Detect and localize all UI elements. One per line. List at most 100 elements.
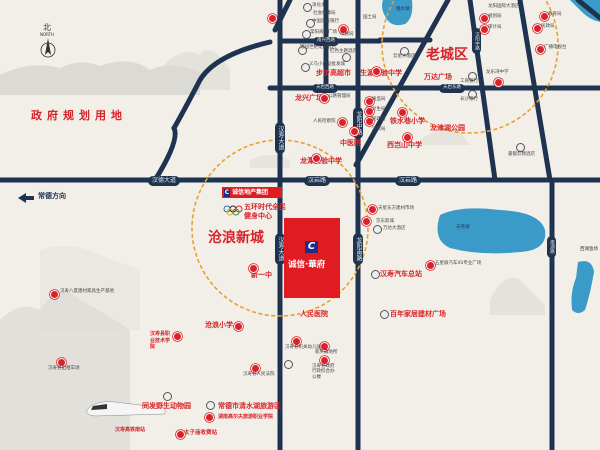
poi-marker-icon (350, 127, 359, 136)
poi-marker-icon (320, 94, 329, 103)
poi-marker-icon (57, 358, 66, 367)
poi-zhongyiyuan[interactable]: 中医院 (340, 139, 361, 147)
old-city-label: 老城区 (426, 47, 468, 63)
poi-canglang-primary[interactable]: 沧浪小学 (205, 321, 233, 329)
poi-taizi-station[interactable]: 太子庙收费站 (184, 430, 218, 436)
poi-marker-icon (365, 97, 374, 106)
government-land-label: 政府规划用地 (31, 109, 127, 122)
poi-wuhuan-fitness[interactable]: 五环时代全民健身中心 (244, 203, 286, 221)
poi-longjin-park[interactable]: 龙津湖公园 (430, 124, 465, 132)
project-logo-icon: C (305, 241, 318, 253)
road-label-nanhu-lu: 南湖路 (547, 236, 556, 258)
radius-ring-project (191, 139, 369, 317)
poi-marker-icon (365, 107, 374, 116)
compass-label-cn: 北 (43, 23, 51, 32)
road-nw-curve (152, 39, 273, 183)
developer-group-name: 诚信地产集团 (232, 189, 269, 196)
poi-small-label: 新庆森地所 (315, 350, 338, 355)
project-name: 诚信·華府 (288, 260, 326, 270)
changde-direction-label: 常德方向 (38, 192, 66, 200)
lake-top (382, 0, 413, 26)
high-speed-train-icon (86, 401, 166, 417)
poi-marker-icon (533, 24, 542, 33)
poi-small-label: 长沙银行 (460, 97, 478, 102)
poi-marker-icon (320, 342, 329, 351)
poi-shengtang-school[interactable]: 生源实验中学 (360, 69, 402, 77)
poi-marker-icon (494, 78, 503, 87)
road-label-hanshoudadao-bottom: 汉寿大道 (275, 233, 285, 265)
poi-marker-icon (292, 337, 301, 346)
poi-marker-icon (368, 205, 377, 214)
poi-small-label: 规划局 (488, 14, 502, 19)
poi-marker-icon (50, 290, 59, 299)
poi-small-label: 质监局 (372, 97, 386, 102)
poi-small-label: 社会保障局 (313, 11, 336, 16)
poi-xinyizhong[interactable]: 新一中 (251, 271, 272, 279)
poi-marker-icon (205, 413, 214, 422)
poi-grey-marker-icon (284, 360, 293, 369)
poi-tourism-college[interactable]: 湖南高尔夫旅游职业学院 (218, 414, 274, 420)
poi-hsr-station[interactable]: 汉寿高铁南站 (115, 427, 146, 433)
poi-bainian-jiaju[interactable]: 百年家居建材广场 (390, 310, 446, 318)
poi-small-label: 净化水 (312, 3, 326, 8)
poi-marker-icon (268, 14, 277, 23)
poi-small-label: 工商银行 (460, 79, 478, 84)
poi-small-label: 天星东方建材市场 (378, 206, 414, 211)
lake-top-right (570, 0, 600, 22)
poi-grey-marker-icon (206, 401, 215, 410)
poi-bubugao[interactable]: 步步高超市 (316, 69, 351, 77)
road-right-v2 (517, 0, 553, 183)
poi-marker-icon (365, 117, 374, 126)
radius-ring-old-city (381, 0, 559, 134)
poi-marker-icon (540, 12, 549, 21)
poi-longxing-plaza[interactable]: 龙兴广场 (295, 94, 323, 102)
poi-small-label: 汉寿县出租车场 (48, 366, 80, 371)
road-label-tianyan-donglu: 天岩东路 (439, 84, 465, 93)
poi-small-label: 汉寿县人民法院 (243, 372, 275, 377)
road-diagonal (353, 0, 451, 168)
poi-tieshui-school[interactable]: 铁水巷小学 (390, 117, 425, 125)
poi-marker-icon (173, 332, 182, 341)
poi-small-label: 审计局 (488, 25, 502, 30)
poi-small-label: 五星级汽车4S专业广场 (435, 261, 482, 266)
project-site[interactable]: C 诚信·華府 (284, 218, 340, 298)
poi-small-label: 龙阳国际大酒店 (488, 4, 520, 9)
poi-marker-icon (312, 154, 321, 163)
poi-bus-station[interactable]: 汉寿汽车总站 (380, 270, 422, 278)
poi-marker-icon (338, 118, 347, 127)
poi-qingshui-lake[interactable]: 常德市清水湖旅游区 (218, 402, 281, 410)
poi-grey-marker-icon (468, 90, 477, 99)
poi-wanda-plaza[interactable]: 万达广场 (424, 73, 452, 81)
poi-grey-marker-icon (468, 72, 477, 81)
compass-label-en: NORTH (40, 32, 55, 37)
poi-small-label: 汉寿县政府行政综合办公楼 (312, 364, 335, 380)
poi-small-label: 中国建设银行 (312, 19, 339, 24)
poi-small-label: 市税局 (340, 32, 354, 37)
road-right-top (575, 0, 600, 21)
poi-zoo[interactable]: 同发野生动物园 (142, 402, 191, 410)
road-label-hanshoudadao-top: 汉寿大道 (275, 122, 285, 154)
poi-grey-marker-icon (380, 310, 389, 319)
poi-marker-icon (372, 67, 381, 76)
poi-longtan-school[interactable]: 龙潭实验中学 (300, 157, 342, 165)
poi-grey-marker-icon (302, 30, 311, 39)
poi-xiyishan-school[interactable]: 西岂山中学 (387, 141, 422, 149)
poi-small-label: 计生局 (372, 107, 386, 112)
poi-marker-icon (234, 322, 243, 331)
poi-marker-icon (249, 264, 258, 273)
poi-grey-marker-icon (342, 53, 351, 62)
poi-grey-marker-icon (301, 63, 310, 72)
developer-logo-icon: C (224, 188, 230, 197)
north-arrow-icon (40, 38, 56, 58)
poi-renmin-hospital[interactable]: 人民医院 (300, 310, 328, 318)
poi-marker-icon (251, 364, 260, 373)
poi-marker-icon (536, 45, 545, 54)
lake-right (571, 261, 594, 313)
lake-label-top: 镜水湖 (396, 7, 410, 12)
poi-marker-icon (176, 430, 185, 439)
poi-vocational-college[interactable]: 汉寿县职业技术学院 (150, 331, 171, 350)
poi-small-label: 常阳商业广场 (310, 30, 337, 35)
poi-small-label: 民政局 (541, 24, 555, 29)
poi-small-label: 京东影城 (376, 219, 394, 224)
poi-marker-icon (480, 14, 489, 23)
